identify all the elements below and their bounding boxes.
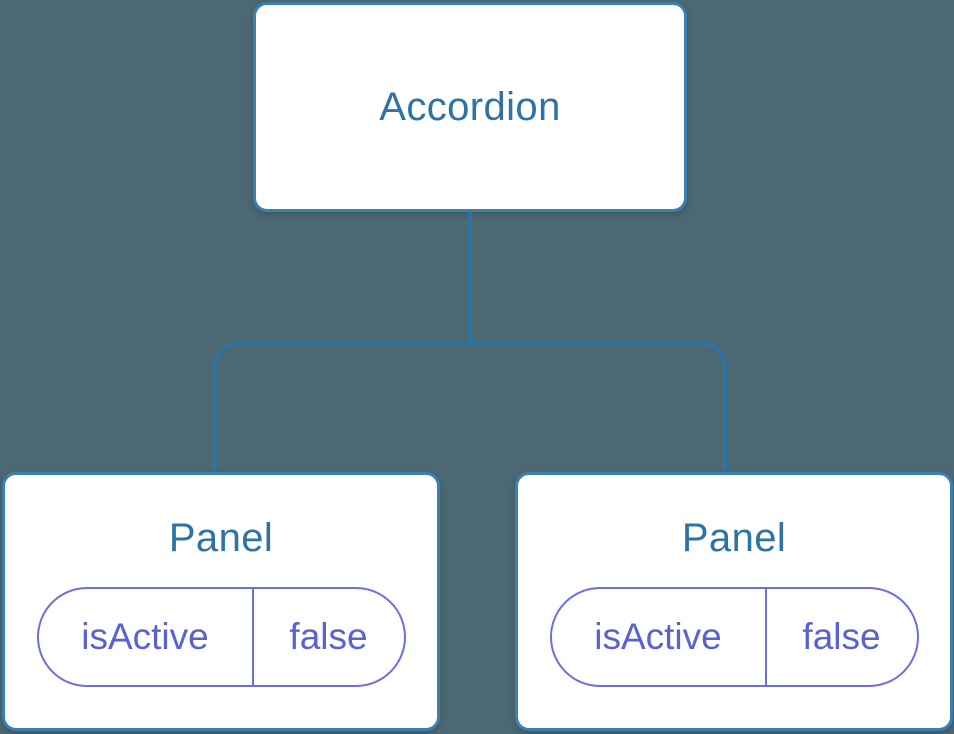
state-value-label: false bbox=[764, 589, 917, 685]
tree-connector-stem bbox=[468, 211, 472, 346]
panel-label: Panel bbox=[168, 516, 274, 560]
state-key-label: isActive bbox=[594, 616, 722, 657]
panel-node-right: Panel isActive false bbox=[515, 472, 953, 731]
panel-label: Panel bbox=[681, 516, 787, 560]
accordion-node: Accordion bbox=[253, 2, 687, 212]
state-pill: isActive false bbox=[549, 587, 919, 687]
accordion-label: Accordion bbox=[379, 85, 561, 129]
tree-connector-bracket bbox=[213, 342, 727, 472]
state-pill: isActive false bbox=[36, 587, 406, 687]
state-value-label: false bbox=[251, 589, 404, 685]
panel-node-left: Panel isActive false bbox=[2, 472, 440, 731]
state-key-label: isActive bbox=[81, 616, 209, 657]
